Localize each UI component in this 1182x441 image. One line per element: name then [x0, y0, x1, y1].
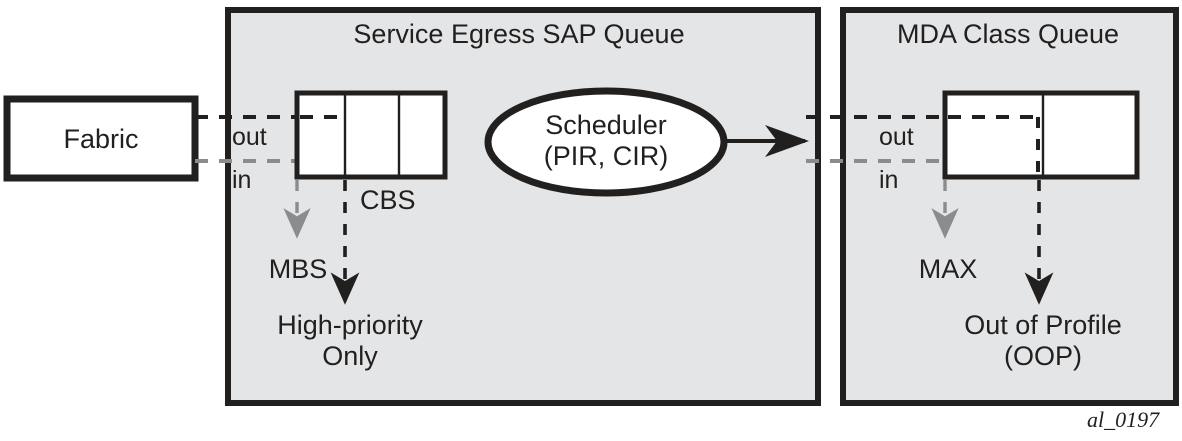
- sap-queue-box: [294, 90, 448, 180]
- cbs-label: CBS: [360, 185, 416, 215]
- fabric-box: [3, 95, 199, 182]
- left-panel-background: [225, 7, 821, 406]
- right-out-label: out: [879, 123, 914, 151]
- left-panel-title: Service Egress SAP Queue: [353, 19, 685, 49]
- max-label: MAX: [918, 254, 978, 284]
- mbs-label: MBS: [268, 254, 328, 284]
- scheduler-label-line1: Scheduler: [545, 110, 667, 140]
- oop-label-line2: (OOP): [1004, 341, 1082, 371]
- right-panel-background: [840, 7, 1179, 406]
- mda-queue-box: [942, 90, 1140, 180]
- left-out-label: out: [232, 123, 267, 151]
- oop-label-line1: Out of Profile: [964, 310, 1122, 340]
- right-in-label: in: [879, 166, 899, 194]
- high-priority-label-line2: Only: [322, 341, 378, 371]
- scheduler-label-line2: (PIR, CIR): [543, 141, 669, 171]
- high-priority-label-line1: High-priority: [277, 310, 423, 340]
- right-panel-title: MDA Class Queue: [896, 19, 1120, 49]
- left-in-label: in: [232, 166, 252, 194]
- figure-caption: al_0197: [1087, 407, 1160, 432]
- fabric-label: Fabric: [63, 124, 139, 154]
